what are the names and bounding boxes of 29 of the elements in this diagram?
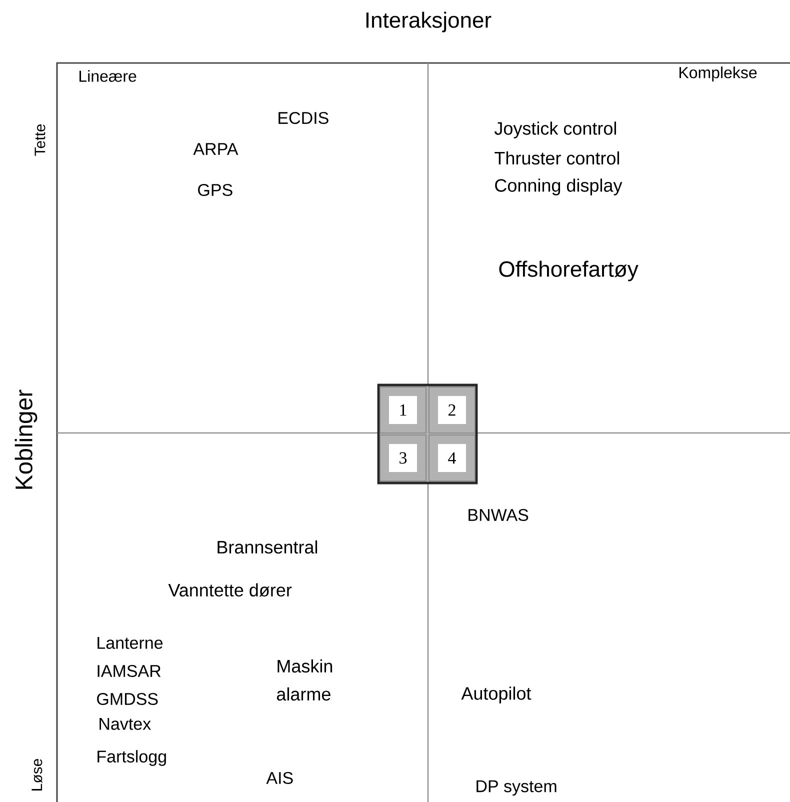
system-label: Vanntette dører [168,583,292,597]
system-label: Conning display [495,178,622,196]
numbered-cell: 3 [380,434,426,482]
system-label: Fartslogg [98,750,166,766]
system-label: Maskin alarme [276,659,332,701]
system-label: Thruster control [494,151,620,165]
system-label: ECDIS [278,112,328,124]
system-label: ARPA [193,143,238,155]
numbered-cell: 2 [428,386,476,434]
system-label: IAMSAR [98,664,161,678]
system-label: Navtex [100,718,151,730]
axis-label: Lineære [80,70,136,82]
numbered-cell: 1 [380,386,426,434]
system-label: AIS [266,772,293,784]
system-label: GPS [198,184,232,196]
system-label: Autopilot [461,686,532,704]
chart-title: Interaksjoner [366,12,492,32]
system-label: GMDSS [97,692,158,706]
axis-label: Tette [34,124,46,156]
system-label: Lanterne [98,637,163,649]
axis-label: Komplekse [680,66,757,82]
quadrant-label: Offshorefartøy [499,260,638,282]
system-label: DP system [476,780,556,796]
numbered-cell: 4 [428,434,476,482]
axis-label: Løse [32,759,42,790]
system-label: Joystick control [494,122,616,138]
system-label: Brannsentral [218,540,318,554]
axis-title: Koblinger [14,390,38,489]
system-label: BNWAS [468,508,528,522]
